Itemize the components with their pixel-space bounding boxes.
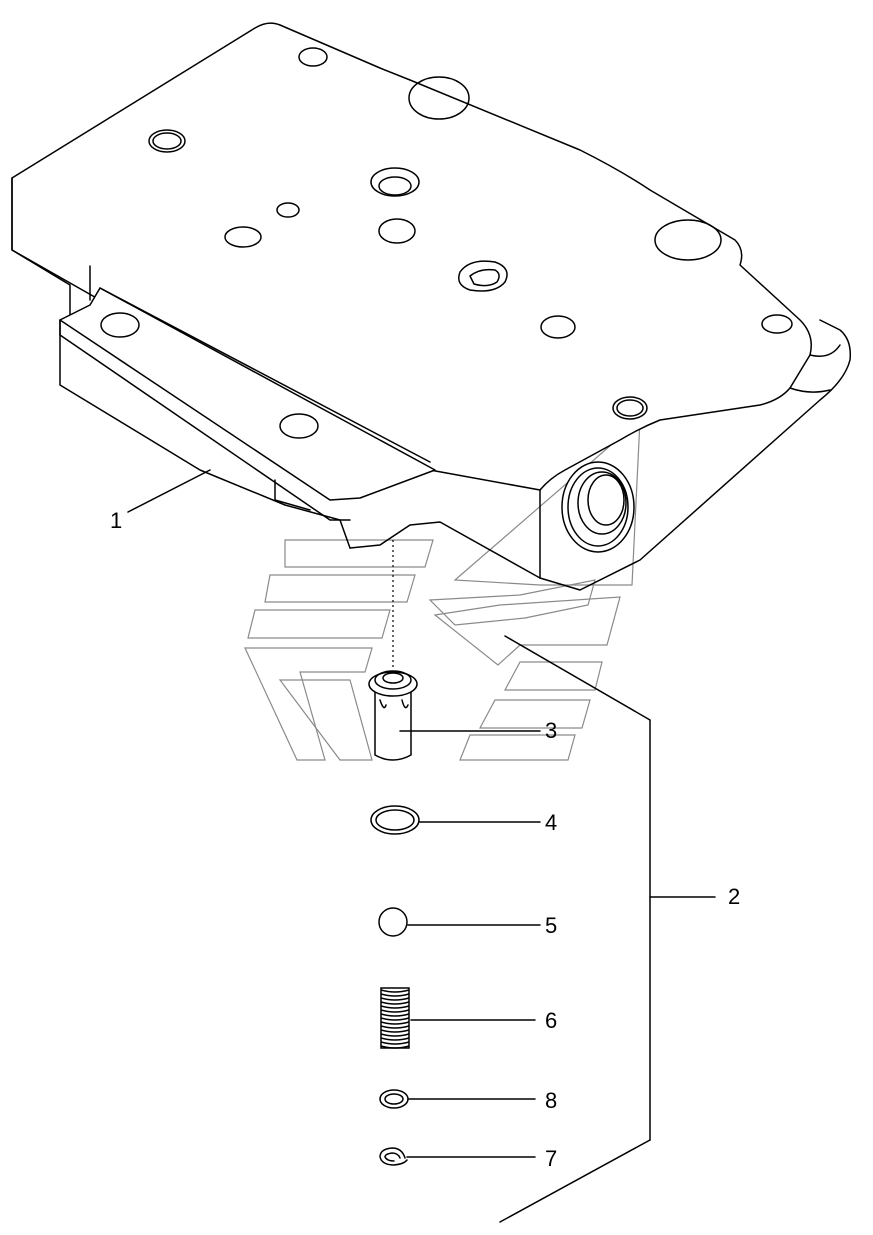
spring-coil [380,1025,410,1029]
washer [379,1089,409,1109]
callout-3: 3 [545,718,557,743]
spring-coil [380,1013,410,1017]
spring-coil [380,1017,410,1021]
callout-6: 6 [545,1008,557,1033]
snap-ring [379,1147,408,1166]
spring-coil [380,993,410,997]
callout-8: 8 [545,1088,557,1113]
spring [380,987,410,1049]
callout-1: 1 [110,508,122,533]
callout-labels: 1 2 3 4 5 6 8 7 [110,508,740,1171]
spring-coil [380,1037,410,1041]
brand-logo-watermark [244,418,641,761]
check-ball [378,907,408,937]
callout-4: 4 [545,810,557,835]
spring-coil [380,1033,410,1037]
valve-sleeve [368,670,418,761]
spring-coil [380,1005,410,1009]
spring-coil [380,1021,410,1025]
spring-coil [380,1041,410,1045]
o-ring [370,805,420,835]
callout-5: 5 [545,913,557,938]
spring-coil [380,1045,410,1049]
leader-lines [127,469,716,1223]
spring-coil [380,989,410,993]
spring-coil [380,1001,410,1005]
valve-body-plate [11,22,852,591]
spring-coil [380,1009,410,1013]
callout-2: 2 [728,884,740,909]
spring-coil [380,997,410,1001]
callout-7: 7 [545,1146,557,1171]
spring-coil [380,1029,410,1033]
